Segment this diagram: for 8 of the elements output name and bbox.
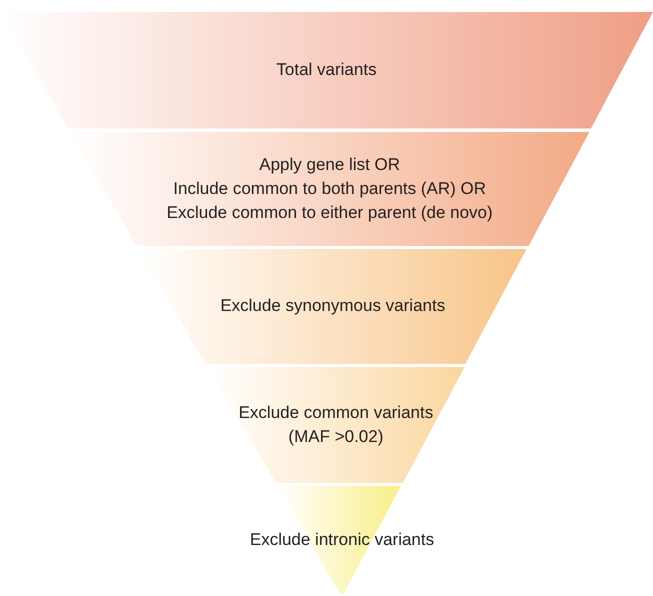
band-label: Exclude common to either parent (de novo) bbox=[166, 202, 493, 224]
band-label: (MAF >0.02) bbox=[288, 426, 384, 448]
band-label: Exclude intronic variants bbox=[250, 529, 434, 551]
band-label: Exclude synonymous variants bbox=[220, 295, 446, 317]
band-label: Exclude common variants bbox=[238, 402, 434, 424]
band-label: Include common to both parents (AR) OR bbox=[173, 178, 486, 200]
band-label: Apply gene list OR bbox=[259, 154, 400, 176]
band-label: Total variants bbox=[276, 59, 377, 82]
